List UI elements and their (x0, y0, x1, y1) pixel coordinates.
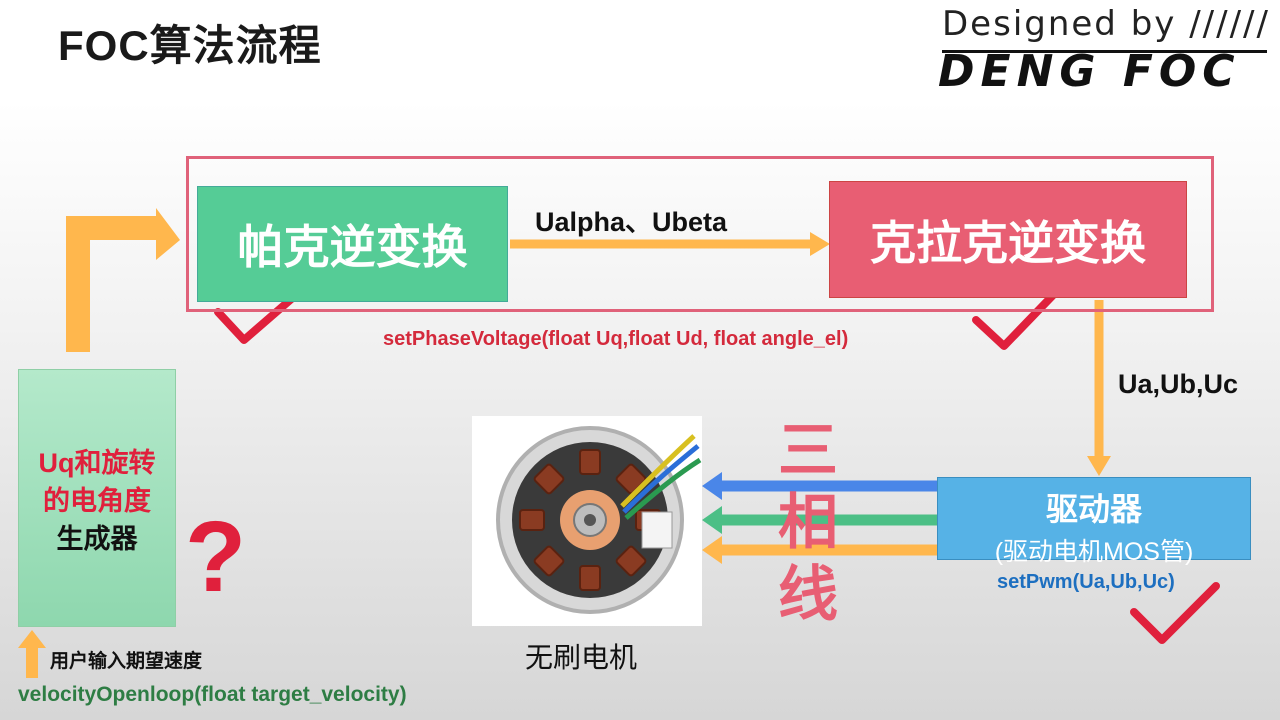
set-pwm-label: setPwm(Ua,Ub,Uc) (997, 571, 1175, 593)
generator-block: Uq和旋转 的电角度 生成器 (18, 369, 176, 627)
ualpha-ubeta-label: Ualpha、Ubeta (535, 207, 728, 237)
park-to-clarke-arrowhead (810, 232, 830, 256)
velocity-openloop-label: velocityOpenloop(float target_velocity) (18, 683, 407, 706)
clarke-to-driver-arrowhead (1087, 456, 1111, 476)
three-phase-char: 线 (778, 561, 838, 628)
check-icon (1130, 582, 1220, 644)
inverse-transform-frame (186, 156, 1214, 312)
driver-subtitle: (驱动电机MOS管) (994, 538, 1194, 566)
set-phase-voltage-label: setPhaseVoltage(float Uq,float Ud, float… (383, 328, 849, 350)
generator-line2: 的电角度 (43, 486, 151, 516)
driver-title: 驱动器 (1045, 491, 1142, 527)
generator-line3: 生成器 (56, 524, 138, 554)
check-icon (972, 286, 1062, 350)
inverse-clarke-block: 克拉克逆变换 (829, 181, 1187, 298)
question-mark: ? (185, 501, 247, 613)
driver-block: 驱动器 (驱动电机MOS管) (937, 477, 1251, 566)
brand-designed-by: Designed by ////// (942, 4, 1270, 44)
motor-label: 无刷电机 (525, 642, 638, 673)
check-icon (214, 284, 308, 344)
ua-ub-uc-label: Ua,Ub,Uc (1118, 369, 1239, 399)
user-input-label: 用户输入期望速度 (50, 651, 203, 672)
phase-wire-orange-head (702, 536, 722, 564)
generator-to-park-arrow (66, 216, 158, 352)
page-title: FOC算法流程 (58, 22, 322, 69)
brand-divider (942, 50, 1267, 53)
three-phase-char: 三 (778, 417, 838, 484)
generator-line1: Uq和旋转 (38, 448, 156, 478)
user-input-arrow-shaft (26, 646, 38, 678)
three-phase-label: 三 相 线 (776, 415, 840, 631)
generator-to-park-arrowhead (156, 208, 180, 260)
inverse-park-block: 帕克逆变换 (197, 186, 508, 302)
brand-logo: DENG FOC (938, 46, 1241, 97)
arrow-up-icon (18, 630, 46, 648)
phase-wire-blue-head (702, 472, 722, 500)
motor-image (472, 416, 702, 626)
three-phase-char: 相 (778, 489, 838, 556)
phase-wire-green-head (702, 506, 722, 534)
